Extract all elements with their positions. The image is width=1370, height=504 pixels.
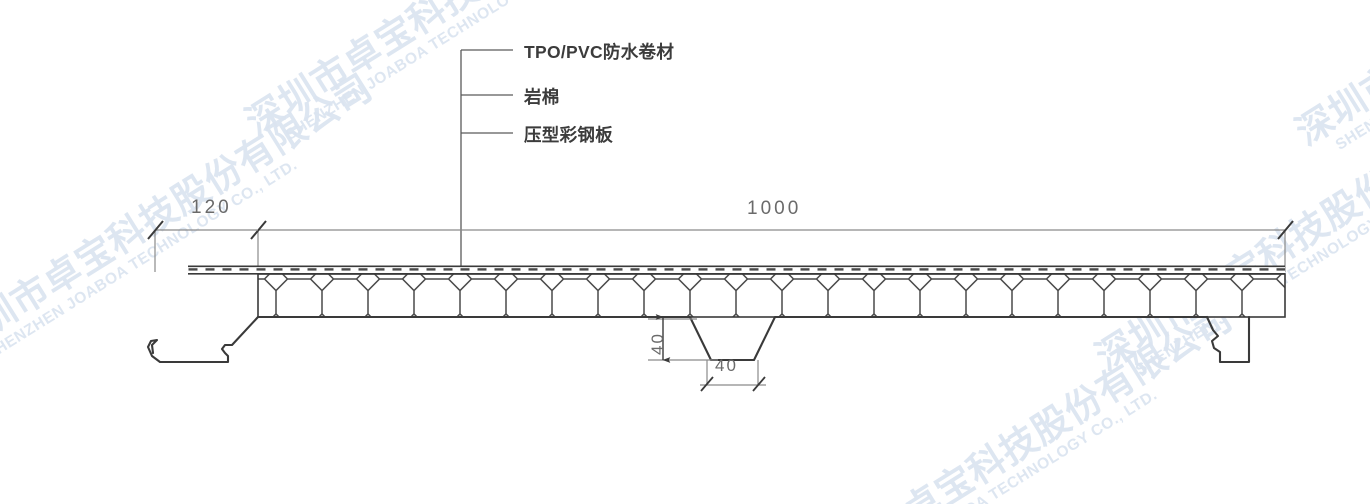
dimension-rib-bottom-width — [700, 360, 766, 392]
right-seam-profile — [1205, 315, 1251, 364]
callout-label-rockwool: 岩棉 — [524, 87, 560, 107]
waterproof-membrane-fill — [188, 266, 1285, 274]
dim-tick-left-1000 — [250, 220, 267, 240]
left-seam-profile — [146, 315, 260, 364]
dim-tick-right-ribwidth — [752, 376, 766, 392]
rock-wool-core-fill — [258, 274, 1285, 317]
dimension-text-module-width: 1000 — [747, 198, 802, 219]
dimension-text-overhang: 120 — [191, 197, 232, 218]
dimension-text-rib-bottom-width: 40 — [715, 356, 738, 375]
profiled-steel-sheet — [146, 315, 1251, 364]
dim-tick-left-120 — [147, 220, 164, 240]
dim-tick-left-ribwidth — [700, 376, 714, 392]
callout-label-steelsheet: 压型彩钢板 — [524, 125, 613, 145]
steel-sheet-bottom-with-rib — [256, 315, 1209, 362]
callout-label-membrane: TPO/PVC防水卷材 — [524, 42, 675, 62]
dimension-overhang — [147, 220, 258, 272]
dimension-text-rib-depth: 40 — [648, 332, 667, 355]
callout-leader-lines — [460, 49, 513, 285]
dim-tick-right-1000 — [1277, 220, 1294, 240]
dimension-module-width — [250, 220, 1294, 272]
dimension-rib-depth — [648, 314, 718, 363]
